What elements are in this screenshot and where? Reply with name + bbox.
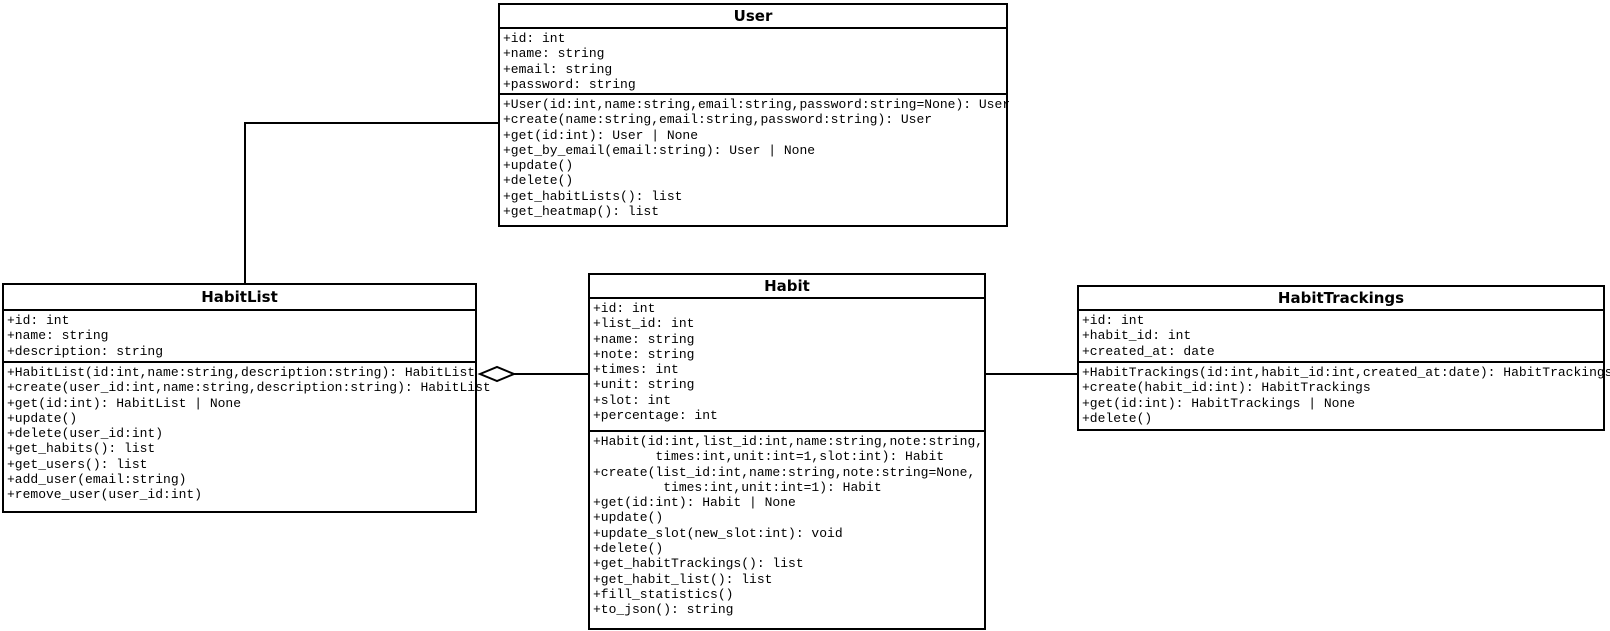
member-line: +get(id:int): HabitTrackings | None xyxy=(1082,395,1356,411)
member-line: +email: string xyxy=(503,61,613,77)
member-line: +name: string xyxy=(503,46,605,62)
member-line: +list_id: int xyxy=(593,316,695,332)
habit-attributes-section: +id: int+list_id: int+name: string+note:… xyxy=(590,299,984,432)
habitlist-methods-section: +HabitList(id:int,name:string,descriptio… xyxy=(4,363,491,511)
member-line: +create(name:string,email:string,passwor… xyxy=(503,112,933,128)
member-line: +name: string xyxy=(7,328,109,344)
member-line: +habit_id: int xyxy=(1082,328,1192,344)
class-box-habit: Habit +id: int+list_id: int+name: string… xyxy=(588,273,986,630)
member-line: +fill_statistics() xyxy=(593,586,734,602)
member-line: +update() xyxy=(7,410,78,426)
member-line: +get(id:int): HabitList | None xyxy=(7,395,242,411)
habittrackings-attributes-section: +id: int+habit_id: int+created_at: date xyxy=(1079,311,1603,363)
member-line: +add_user(email:string) xyxy=(7,472,187,488)
member-line: +remove_user(user_id:int) xyxy=(7,487,203,503)
habittrackings-methods-section: +HabitTrackings(id:int,habit_id:int,crea… xyxy=(1079,363,1610,429)
habitlist-attributes-section: +id: int+name: string+description: strin… xyxy=(4,311,475,363)
member-line: +create(habit_id:int): HabitTrackings xyxy=(1082,380,1371,396)
member-line: +get_users(): list xyxy=(7,456,148,472)
member-line: +password: string xyxy=(503,76,636,92)
member-line: +note: string xyxy=(593,346,695,362)
habit-methods-section: +Habit(id:int,list_id:int,name:string,no… xyxy=(590,432,984,628)
member-line: +unit: string xyxy=(593,377,695,393)
class-title-user: User xyxy=(500,5,1006,29)
class-title-habit: Habit xyxy=(590,275,984,299)
member-line: +get_habits(): list xyxy=(7,441,156,457)
member-line: +get(id:int): User | None xyxy=(503,127,699,143)
member-line: +HabitTrackings(id:int,habit_id:int,crea… xyxy=(1082,365,1610,380)
member-line: +delete() xyxy=(593,541,664,557)
member-line: +Habit(id:int,list_id:int,name:string,no… xyxy=(593,434,984,449)
member-line: +HabitList(id:int,name:string,descriptio… xyxy=(7,365,476,380)
class-box-habitlist: HabitList +id: int+name: string+descript… xyxy=(2,283,491,513)
member-line: +delete() xyxy=(503,173,574,189)
user-attributes-section: +id: int+name: string+email: string+pass… xyxy=(500,29,1006,95)
member-line: +slot: int xyxy=(593,392,672,408)
member-line: times:int,unit:int=1,slot:int): Habit xyxy=(593,449,945,465)
association-user-habitlist xyxy=(244,122,498,283)
member-line: +update() xyxy=(503,158,574,174)
member-line: +id: int xyxy=(7,313,70,328)
class-box-habittrackings: HabitTrackings +id: int+habit_id: int+cr… xyxy=(1077,285,1610,431)
member-line: +name: string xyxy=(593,331,695,347)
member-line: +to_json(): string xyxy=(593,602,734,618)
member-line: +id: int xyxy=(593,301,656,316)
member-line: +id: int xyxy=(1082,313,1145,328)
member-line: +get_habitLists(): list xyxy=(503,188,683,204)
member-line: +id: int xyxy=(503,31,566,46)
member-line: +create(list_id:int,name:string,note:str… xyxy=(593,464,976,480)
member-line: +get_habit_list(): list xyxy=(593,571,773,587)
member-line: +update() xyxy=(593,510,664,526)
member-line: times:int,unit:int=1): Habit xyxy=(593,479,882,495)
class-box-user: User +id: int+name: string+email: string… xyxy=(498,3,1011,227)
member-line: +description: string xyxy=(7,343,164,359)
member-line: +percentage: int xyxy=(593,408,718,424)
member-line: +created_at: date xyxy=(1082,343,1215,359)
class-title-habittrackings: HabitTrackings xyxy=(1079,287,1603,311)
member-line: +delete() xyxy=(1082,410,1153,426)
member-line: +update_slot(new_slot:int): void xyxy=(593,525,843,541)
member-line: +times: int xyxy=(593,362,679,378)
user-methods-section: +User(id:int,name:string,email:string,pa… xyxy=(500,95,1011,225)
member-line: +get_heatmap(): list xyxy=(503,204,660,220)
member-line: +get_habitTrackings(): list xyxy=(593,556,804,572)
member-line: +get(id:int): Habit | None xyxy=(593,495,796,511)
member-line: +get_by_email(email:string): User | None xyxy=(503,142,816,158)
aggregation-diamond-icon xyxy=(477,365,517,383)
member-line: +create(user_id:int,name:string,descript… xyxy=(7,380,491,396)
class-title-habitlist: HabitList xyxy=(4,285,475,311)
member-line: +delete(user_id:int) xyxy=(7,426,164,442)
member-line: +User(id:int,name:string,email:string,pa… xyxy=(503,97,1011,112)
